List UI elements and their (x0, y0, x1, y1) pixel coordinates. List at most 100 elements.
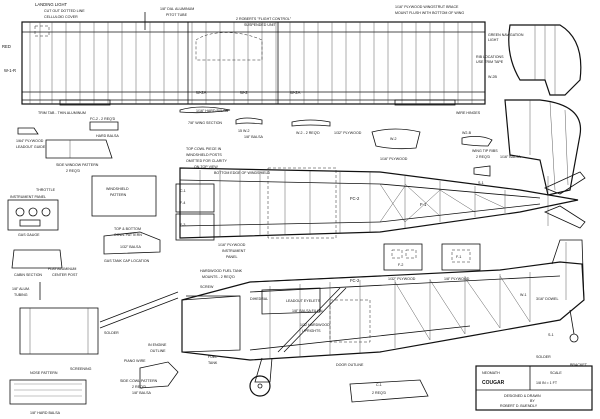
dowel-label: 3/16" DOWEL (536, 297, 558, 301)
solder-left-label: SOLDER (104, 331, 119, 335)
w2a-left-label: W-2A (196, 90, 207, 95)
balsa-1-8-label: 1/8" BALSA (244, 135, 263, 139)
cabin-formers: THROTTLE INSTRUMENT PANEL GAS GAUGE WIND… (7, 175, 246, 300)
landing-light-label: LANDING LIGHT (35, 2, 68, 7)
w2-tip-label: W2-B (462, 131, 472, 135)
fuselage-top-view: FC-2 F-1 (179, 167, 586, 239)
small-parts: 1/64" PLYWOOD LEADOUT GUIDE FC-2 - 2 REQ… (16, 106, 521, 185)
wing-top-view (21, 12, 486, 106)
solder-right-label: SOLDER (536, 355, 551, 359)
bracket-label: BRACKET (570, 363, 588, 367)
f2-label: F-2 (398, 263, 403, 267)
rib-locations-label: RIB LOCATIONS (476, 55, 504, 59)
w2a-right-label: W-2A (290, 90, 301, 95)
plywood-f1-label: 1/8" PLYWOOD (444, 277, 470, 281)
s1-label: S-1 (478, 181, 484, 185)
title-scale: SCALE (550, 371, 562, 375)
pattern-label: PATTERN (110, 193, 127, 197)
green-nav-label: GREEN NAVIGATION (488, 33, 524, 37)
use-trim-tape-label: USE TRIM TAPE (476, 60, 504, 64)
piano-wire-label: PIANO WIRE (124, 359, 146, 363)
wing-tip-req-label: 2 REQ'D (476, 155, 490, 159)
panel-label: PANEL (226, 255, 238, 259)
title-name: COUGAR (482, 380, 505, 386)
suspended-unit-label: SUSPENDED UNIT (244, 23, 277, 27)
side-window-label: SIDE WINDOW PATTERN (56, 163, 99, 167)
nose-pattern-label: NOSE PATTERN (30, 371, 58, 375)
fc2-side-label: FC-2 (350, 278, 360, 283)
mount-flush-label: MOUNT FLUSH WITH BOTTOM OF WING (395, 11, 464, 15)
tubing-label: TUBING (14, 293, 28, 297)
w1r-label: W-1-R (4, 68, 16, 73)
f4-label: F-4 (180, 201, 185, 205)
w2b-label: W-2B (488, 75, 498, 79)
in-engine-label: IN ENGINE (148, 343, 167, 347)
c1-req-label: 2 REQ'D (372, 391, 386, 395)
c1-label: C-1 (180, 189, 186, 193)
light-label: LIGHT (488, 38, 499, 42)
w2-mid-label: W-2 (240, 90, 248, 95)
outline-label: OUTLINE (150, 349, 166, 353)
hardwood-uprights-label: 1/32 HARDWOOD (300, 323, 330, 327)
cabin-section-label: CABIN SECTION (14, 273, 42, 277)
w1-label: W-1 (520, 293, 527, 297)
side-cowl-label: SIDE COWL PATTERN (120, 379, 158, 383)
plywood-ip-label: 1/16" PLYWOOD (218, 243, 246, 247)
screening-label: SCREENING (70, 367, 92, 371)
wire-hinges-label: WIRE HINGES (456, 111, 481, 115)
trim-tab-label: TRIM TAB - THIN ALUMINUM (38, 111, 86, 115)
instrument-label: INSTRUMENT (222, 249, 246, 253)
door-outline-label: DOOR OUTLINE (336, 363, 364, 367)
w2-req-label: W-2 - 2 REQ'D (296, 131, 320, 135)
formers-right: F-2 1/32" PLYWOOD F-1 1/8" PLYWOOD (383, 243, 481, 281)
fc2-hard-balsa-label: FC-2 - 2 REQ'D (90, 117, 116, 121)
balsa-15-label: 15 W-2 (238, 129, 250, 133)
mounts-label: MOUNTS - 2 REQ'D (202, 275, 235, 279)
wing-section-label: 7/8" WING SECTION (188, 121, 222, 125)
red-label: RED (2, 44, 11, 49)
f3-label: F-3 (180, 223, 185, 227)
side-window-req-label: 2 REQ'D (66, 169, 80, 173)
wing-tip-ribs-label: WING TIP RIBS (472, 149, 498, 153)
flat-aluminum-label: FLAT ALUMINUM (48, 267, 76, 271)
gas-tank-cap-label: GAS TANK CAP LOCATION (104, 259, 150, 263)
on-top-view-label: ON TOP VIEW (194, 165, 218, 169)
side-cowl-req-label: 2 REQ'D (132, 385, 146, 389)
tank-label: TANK (208, 361, 218, 365)
gas-gauge-label: GAS GAUGE (18, 233, 40, 237)
wing-labels: LANDING LIGHT CUT OUT DOTTED LINE CELLUL… (2, 2, 524, 115)
bottom-edge-label: BOTTOM EDGE OF WINDSHIELD (214, 171, 270, 175)
center-post-label: CENTER POST (52, 273, 78, 277)
cut-out-label: CUT OUT DOTTED LINE (44, 9, 85, 13)
w2-plywood-label: W-2 (390, 137, 397, 141)
balsa-fillin-label: 1/8" BALSA FILLIN (292, 309, 323, 313)
cowl-pattern-label: COWL PATTERN (114, 233, 142, 237)
uprights-label: UPRIGHTS (302, 329, 321, 333)
plywood-f2-label: 1/32" PLYWOOD (388, 277, 416, 281)
screw-label: SCREW (200, 285, 214, 289)
balsa-cowl-label: 1/32" BALSA (120, 245, 141, 249)
fuselage-side-view: FC-2 W-1 S-1 (181, 239, 585, 397)
c1-bottom-label: C-1 (376, 383, 382, 387)
title-scale-value: 1/8 IN = 1 FT (536, 381, 558, 385)
windshield-posts-label: WINDSHIELD POSTS (186, 153, 222, 157)
omitted-label: OMITTED FOR CLARITY (186, 159, 228, 163)
leadout-guide-label: LEADOUT GUIDE (16, 145, 46, 149)
dia-tube-label: 1/8" DIA. ALUMINUM (160, 7, 194, 11)
top-cowl-label: TOP COWL PIECE IN (186, 147, 222, 151)
instrument-panel-label: INSTRUMENT PANEL (10, 195, 46, 199)
plywood-1-16-label: 1/16" PLYWOOD (380, 157, 408, 161)
pitot-tube-label: PITOT TUBE (166, 13, 188, 17)
title-designed: DESIGNED & DRAWN (504, 394, 541, 398)
s1-side-label: S-1 (548, 333, 554, 337)
dihedral-label: DIHEDRAL (250, 297, 268, 301)
throttle-label: THROTTLE (36, 188, 56, 192)
f1b-label: F-1 (456, 255, 461, 259)
bottom-left-parts: NOSE PATTERN 1/8" HARD BALSA SIDE COWL P… (9, 291, 179, 415)
c1-part: C-1 2 REQ'D (349, 379, 429, 403)
plywood-brace-label: 1/16" PLYWOOD WINGSTRUT BRACE (395, 5, 459, 9)
balsa-cowl2-label: 1/8" BALSA (132, 391, 151, 395)
balsa-tip-label: 1/16" BALSA (500, 155, 521, 159)
hard-balsa-label: HARD BALSA (96, 134, 119, 138)
